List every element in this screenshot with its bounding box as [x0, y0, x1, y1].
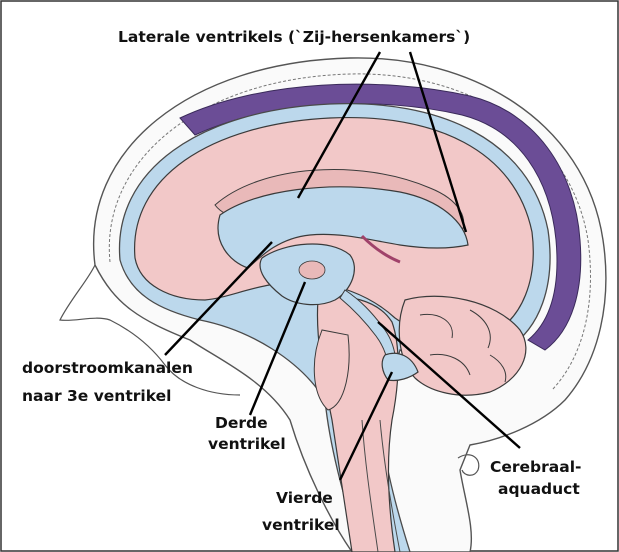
label-aqueduct-line1: Cerebraal- [490, 458, 581, 476]
label-third-line1: Derde [215, 414, 268, 432]
interthalamic-adhesion [299, 261, 325, 279]
label-third-line2: ventrikel [208, 435, 286, 453]
label-fourth-line2: ventrikel [262, 516, 340, 534]
label-channels-line2: naar 3e ventrikel [22, 387, 171, 405]
label-lateral-ventricles: Laterale ventrikels (`Zij-hersenkamers`) [118, 28, 470, 46]
label-channels-line1: doorstroomkanalen [22, 359, 193, 377]
label-aqueduct-line2: aquaduct [498, 480, 580, 498]
label-fourth-line1: Vierde [276, 489, 333, 507]
